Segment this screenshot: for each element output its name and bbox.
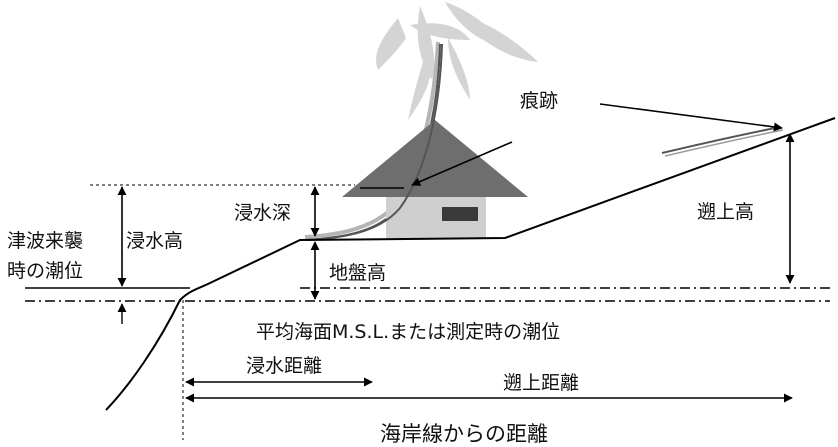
- runup-height-label: 遡上高: [697, 201, 754, 223]
- runup-distance-label: 遡上距離: [503, 372, 579, 394]
- ground-profile-line: [105, 117, 836, 411]
- ground-height-label: 地盤高: [329, 262, 386, 284]
- distance-from-coastline-label: 海岸線からの距離: [380, 422, 548, 446]
- tsunami-tide-label-line1: 津波来襲: [7, 230, 83, 252]
- house-icon: [305, 43, 528, 241]
- trace-pointer-arrow-1: [411, 141, 513, 186]
- inundation-distance-label: 浸水距離: [246, 355, 322, 377]
- tsunami-tide-label-line2: 時の潮位: [7, 260, 83, 282]
- runup-trace-mark: [661, 126, 781, 154]
- trace-label: 痕跡: [520, 90, 558, 112]
- inundation-height-label: 浸水高: [126, 230, 183, 252]
- msl-label: 平均海面M.S.L.または測定時の潮位: [256, 321, 560, 343]
- inundation-depth-label: 浸水深: [234, 202, 291, 224]
- palm-tree-icon: [304, 2, 538, 241]
- trace-pointer-arrow-2: [599, 103, 783, 132]
